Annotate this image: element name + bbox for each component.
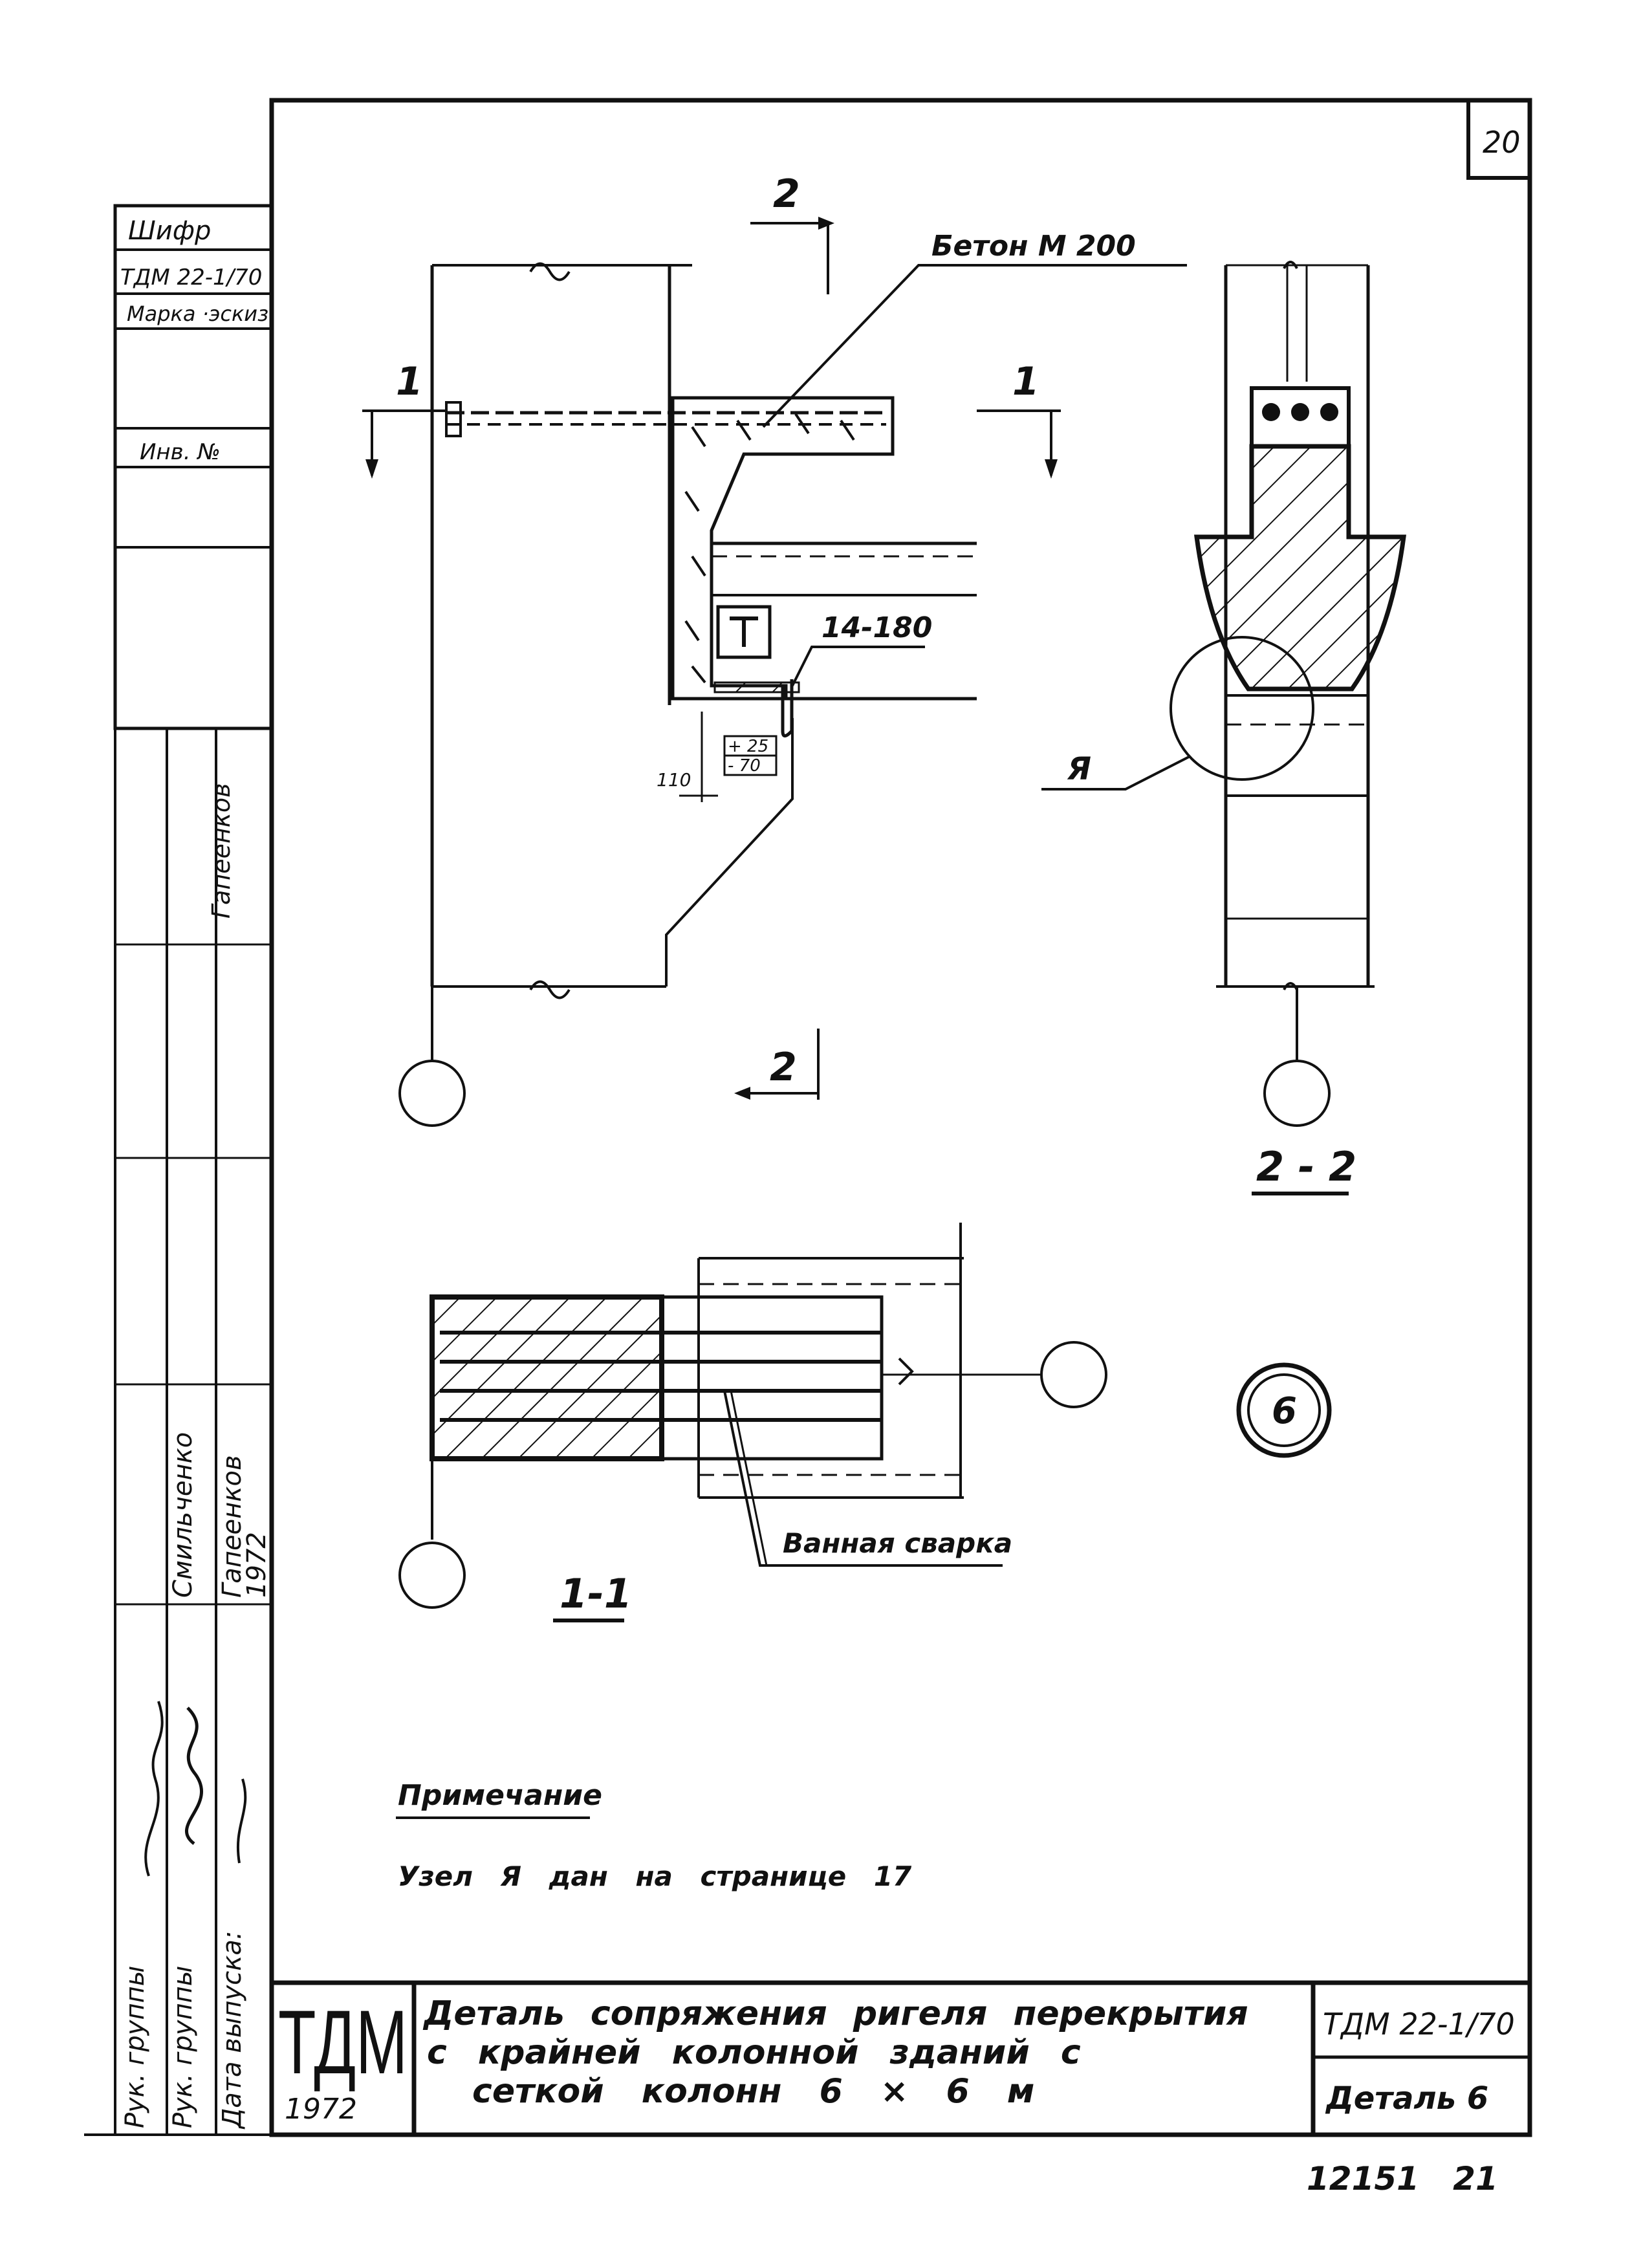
stamp-name-top: Гапеенков <box>207 783 235 919</box>
title-logo: ТДМ <box>278 1991 408 2093</box>
side-stamp: Шифр ТДМ 22-1/70 Марка ·эскиз Инв. № Гап… <box>84 204 274 2136</box>
signature-3 <box>236 1778 247 1864</box>
sheet-frame <box>269 98 1532 2137</box>
axis-marker-elevation <box>398 1060 466 1127</box>
section-1-right: 1 <box>1012 359 1039 404</box>
axis-marker-1-1-right <box>1040 1341 1107 1408</box>
view-2-2-label: 2 - 2 <box>1256 1143 1356 1190</box>
concrete-label: Бетон М 200 <box>931 230 1136 263</box>
inv-label: Инв. № <box>140 439 221 465</box>
rebar-label: 14-180 <box>822 611 932 644</box>
page-number: 20 <box>1483 125 1521 160</box>
cipher-value: ТДМ 22-1/70 <box>120 265 262 290</box>
cipher-label: Шифр <box>128 216 211 246</box>
title-line-3: сеткой колонн 6 × 6 м <box>472 2072 1034 2111</box>
node-label: Я <box>1067 751 1091 787</box>
signature-1 <box>144 1701 164 1877</box>
section-2-2-view: Я 2 - 2 <box>1041 261 1406 1195</box>
title-year: 1972 <box>285 2093 357 2126</box>
print-number: 12151 21 <box>1307 2160 1498 2197</box>
title-detail: Деталь 6 <box>1325 2080 1488 2117</box>
level-up: + 25 <box>728 737 768 756</box>
axis-marker-1-1-bottom <box>398 1542 466 1609</box>
detail-number-circle <box>1236 1362 1332 1458</box>
title-block: ТДМ 1972 Деталь сопряжения ригеля перекр… <box>272 1980 1530 2135</box>
view-1-1-label: 1-1 <box>560 1570 632 1617</box>
section-1-1-view: Ванная сварка 1-1 <box>398 1223 1107 1622</box>
dim-110: 110 <box>657 769 691 791</box>
brand-label: Марка ·эскиз <box>127 301 268 326</box>
note-heading: Примечание <box>398 1779 602 1812</box>
stamp-role-1: Рук. группы <box>120 1966 150 2128</box>
elevation-view: 14-180 Бетон М 200 110 + 25 - 70 1 1 2 2 <box>362 171 1187 1127</box>
stamp-name-3: 1972 <box>242 1532 272 1598</box>
title-line-2: с крайней колонной зданий с <box>427 2033 1081 2072</box>
stamp-name-2: Гапеенков <box>217 1455 247 1598</box>
stamp-role-2: Рук. группы <box>168 1966 198 2128</box>
page-number-box <box>1466 98 1532 180</box>
signature-2 <box>184 1706 204 1845</box>
detail-number: 6 <box>1272 1390 1297 1432</box>
section-2-bottom: 2 <box>770 1045 797 1090</box>
stamp-name-1: Смильченко <box>168 1432 198 1598</box>
stamp-role-3: Дата выпуска: <box>217 1931 247 2130</box>
axis-marker-2-2 <box>1263 1060 1331 1127</box>
section-2-top: 2 <box>773 171 800 217</box>
title-code: ТДМ 22-1/70 <box>1323 2007 1515 2042</box>
title-line-1: Деталь сопряжения ригеля перекрытия <box>422 1994 1248 2033</box>
weld-label: Ванная сварка <box>783 1527 1012 1559</box>
section-1-left: 1 <box>396 359 423 404</box>
level-down: - 70 <box>728 756 761 776</box>
node-circle <box>1170 636 1314 781</box>
t-mark <box>716 605 772 659</box>
note-text: Узел Я дан на странице 17 <box>398 1860 912 1892</box>
